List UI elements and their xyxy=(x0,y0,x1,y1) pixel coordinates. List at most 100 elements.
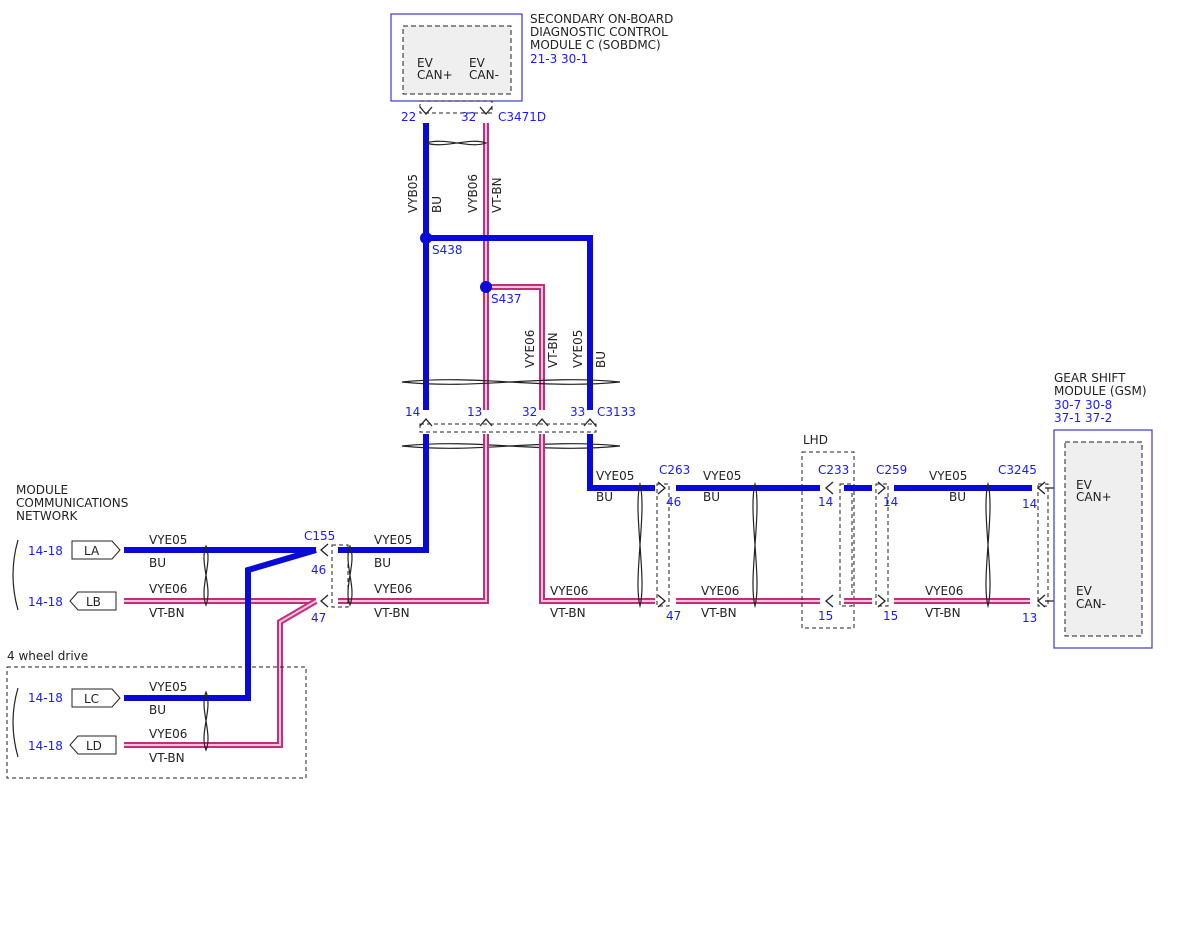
c263-left-bottom-circuit: VYE06 xyxy=(550,584,588,598)
c3471d-connector-outline xyxy=(419,100,493,114)
c233-pin-14: 14 xyxy=(818,495,833,509)
sobdmc-refs[interactable]: 21-3 30-1 xyxy=(530,52,588,66)
ld-color: VT-BN xyxy=(149,751,185,765)
gsm-pin2-label-line2: CAN- xyxy=(1076,597,1106,611)
gsm-refs-line1[interactable]: 30-7 30-8 xyxy=(1054,398,1112,412)
gsm-title-line1: GEAR SHIFT xyxy=(1054,371,1126,385)
vyb06-color-label: VT-BN xyxy=(490,177,504,213)
four-wd-title: 4 wheel drive xyxy=(7,649,88,663)
c259-connector-outline xyxy=(875,483,889,607)
twisted-pair-symbol-upper xyxy=(401,379,621,385)
c3245-label[interactable]: C3245 xyxy=(998,463,1037,477)
c263-right-top-circuit: VYE05 xyxy=(703,469,741,483)
port-lb-tag xyxy=(69,591,117,611)
la-color: BU xyxy=(149,556,166,570)
c3133-connector-outline xyxy=(419,423,597,433)
port-lb-tag-text: LB xyxy=(86,595,101,609)
c3245-pin-14: 14 xyxy=(1022,497,1037,511)
c155-right-bottom-color: VT-BN xyxy=(374,606,410,620)
vyb06-circuit-label: VYB06 xyxy=(466,174,480,213)
sobdmc-pin1-label-line2: CAN+ xyxy=(417,68,453,82)
c155-right-bottom-circuit: VYE06 xyxy=(374,582,412,596)
c3245-pin-13: 13 xyxy=(1022,611,1037,625)
c155-label[interactable]: C155 xyxy=(304,529,335,543)
mid-pink-color-label: VT-BN xyxy=(546,332,560,368)
c155-pin-47: 47 xyxy=(311,611,326,625)
port-la-tag-text: LA xyxy=(84,544,100,558)
vyb05-color-label: BU xyxy=(430,196,444,213)
c263-connector-outline xyxy=(656,483,670,607)
lc-circuit: VYE05 xyxy=(149,680,187,694)
c155-pin-46: 46 xyxy=(311,563,326,577)
twisted-pair-symbol-c259 xyxy=(985,481,991,609)
mcn-brace xyxy=(12,539,19,611)
c3133-pin-13: 13 xyxy=(467,405,482,419)
sobdmc-pin2-label-line2: CAN- xyxy=(469,68,499,82)
sobdmc-pin2-label-line1: EV xyxy=(469,56,486,70)
gsm-pin1-label-line2: CAN+ xyxy=(1076,490,1112,504)
c233-label[interactable]: C233 xyxy=(818,463,849,477)
twisted-pair-symbol-c155 xyxy=(347,544,353,607)
four-wd-brace xyxy=(12,687,19,758)
mcn-port-lb-ref[interactable]: 14-18 xyxy=(28,595,63,609)
vyb05-circuit-label: VYB05 xyxy=(406,174,420,213)
wire-vye05-to-c155 xyxy=(338,434,429,553)
lc-color: BU xyxy=(149,703,166,717)
splice-s438 xyxy=(420,232,432,244)
c3133-arrows xyxy=(419,418,597,427)
c155-connector-outline xyxy=(331,544,349,608)
c3133-label[interactable]: C3133 xyxy=(597,405,636,419)
twisted-pair-symbol-c263-left xyxy=(637,481,643,609)
mcn-title-line1: MODULE xyxy=(16,483,68,497)
port-ld-tag-text: LD xyxy=(86,739,102,753)
splice-s437-label[interactable]: S437 xyxy=(491,292,522,306)
c3471d-pin-22: 22 xyxy=(401,110,416,124)
c155-right-top-color: BU xyxy=(374,556,391,570)
c233-pin-15: 15 xyxy=(818,609,833,623)
c263-pin-46: 46 xyxy=(666,495,681,509)
c3133-pin-32: 32 xyxy=(522,405,537,419)
port-la-tag xyxy=(71,540,121,560)
sobdmc-title-line2: DIAGNOSTIC CONTROL xyxy=(530,25,668,39)
c263-right-bottom-circuit: VYE06 xyxy=(701,584,739,598)
mcn-port-la-ref[interactable]: 14-18 xyxy=(28,544,63,558)
la-circuit: VYE05 xyxy=(149,533,187,547)
wire-vye05-to-c263 xyxy=(587,434,655,491)
c259-label[interactable]: C259 xyxy=(876,463,907,477)
four-wd-box xyxy=(6,666,307,779)
c3471d-label[interactable]: C3471D xyxy=(498,110,546,124)
c259-pin-14: 14 xyxy=(883,495,898,509)
c259-right-top-color: BU xyxy=(949,490,966,504)
wire-s438-branch xyxy=(426,235,593,410)
four-wd-port-ld-ref[interactable]: 14-18 xyxy=(28,739,63,753)
c259-right-top-circuit: VYE05 xyxy=(929,469,967,483)
c3471d-pin-32: 32 xyxy=(461,110,476,124)
sobdmc-title-line1: SECONDARY ON-BOARD xyxy=(530,12,673,26)
c259-right-bottom-color: VT-BN xyxy=(925,606,961,620)
twisted-pair-symbol-mcn xyxy=(203,544,209,607)
twisted-pair-symbol-c263-right xyxy=(752,481,758,609)
sobdmc-module: EV CAN+ EV CAN- xyxy=(390,13,523,102)
twisted-pair-symbol-4wd xyxy=(203,690,209,752)
c233-lhd-label: LHD xyxy=(803,433,828,447)
gsm-pin2-label-line1: EV xyxy=(1076,584,1093,598)
c3245-connector-outline xyxy=(1037,483,1049,607)
c263-label[interactable]: C263 xyxy=(659,463,690,477)
lb-circuit: VYE06 xyxy=(149,582,187,596)
twisted-pair-symbol-top xyxy=(424,140,488,146)
splice-s438-label[interactable]: S438 xyxy=(432,243,463,257)
port-lc-tag xyxy=(71,688,121,708)
twisted-pair-symbol-lower xyxy=(401,443,621,449)
mcn-title-line2: COMMUNICATIONS xyxy=(16,496,128,510)
mid-blue-circuit-label: VYE05 xyxy=(571,330,585,368)
c155-right-top-circuit: VYE05 xyxy=(374,533,412,547)
wire-vye06-to-c155 xyxy=(338,434,489,604)
mid-blue-color-label: BU xyxy=(594,351,608,368)
c263-pin-47: 47 xyxy=(666,609,681,623)
wire-lc xyxy=(124,547,317,701)
c3133-pin-33: 33 xyxy=(570,405,585,419)
gsm-refs-line2[interactable]: 37-1 37-2 xyxy=(1054,411,1112,425)
c263-left-bottom-color: VT-BN xyxy=(550,606,586,620)
four-wd-port-lc-ref[interactable]: 14-18 xyxy=(28,691,63,705)
